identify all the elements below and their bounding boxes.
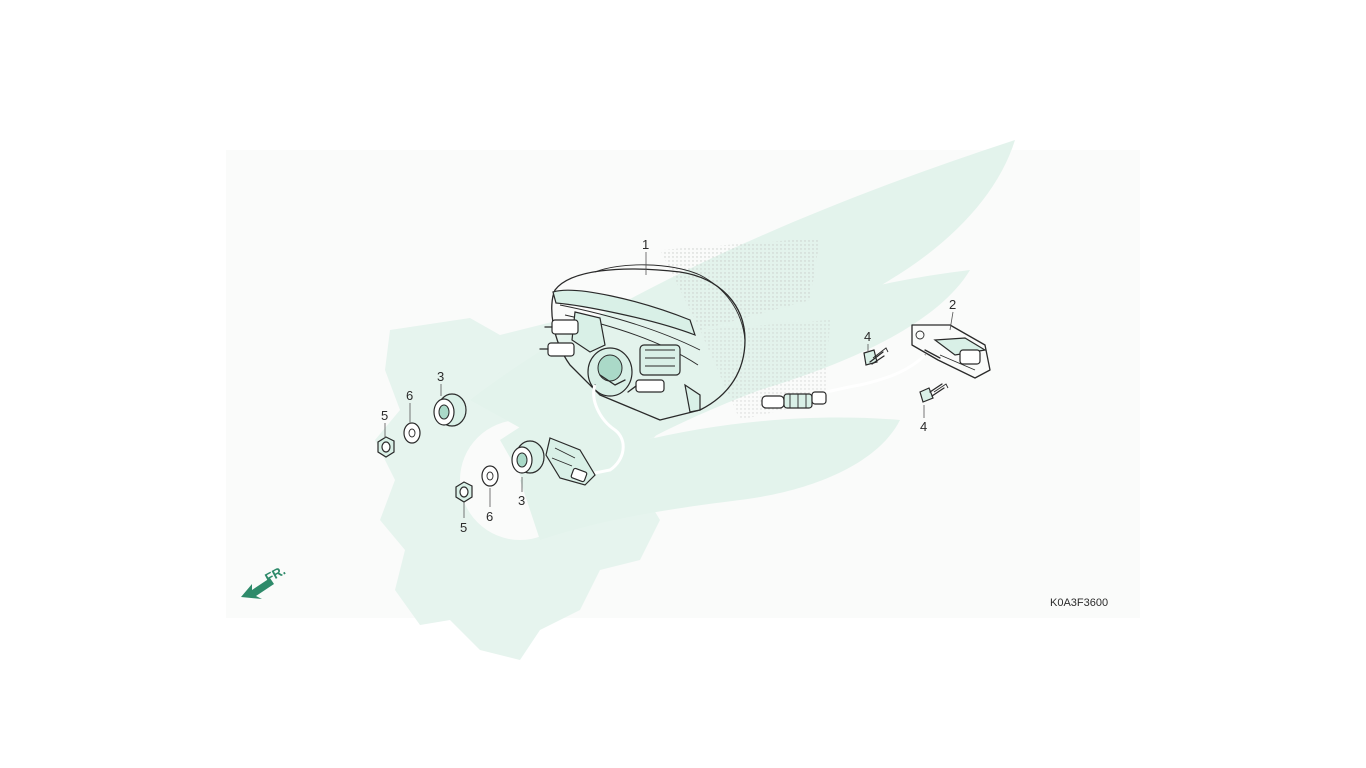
- screw-bottom: [919, 383, 949, 403]
- callout-washer-right: 6: [486, 509, 493, 524]
- tail-light-wire-harness: [545, 384, 625, 486]
- callout-grommet-left: 3: [437, 369, 444, 384]
- callout-nut-right: 5: [460, 520, 467, 535]
- nut-left: [377, 436, 395, 458]
- callout-washer-left: 6: [406, 388, 413, 403]
- callout-screw-top: 4: [864, 329, 871, 344]
- tail-light-assembly: [539, 264, 746, 421]
- grommet-left: [433, 393, 467, 427]
- callout-grommet-right: 3: [518, 493, 525, 508]
- nut-right: [455, 481, 473, 503]
- callout-tail-light: 1: [642, 237, 649, 252]
- diagram-reference-code: K0A3F3600: [1050, 597, 1108, 609]
- callout-screw-bottom: 4: [920, 419, 927, 434]
- callout-nut-left: 5: [381, 408, 388, 423]
- winged-gear-logo-icon: [375, 140, 1015, 660]
- screw-top: [863, 347, 889, 366]
- grommet-right: [511, 440, 545, 474]
- callout-license-light: 2: [949, 297, 956, 312]
- washer-left: [403, 422, 421, 444]
- license-light-assembly: [761, 324, 991, 409]
- arrow-left-down-icon: [241, 578, 274, 599]
- washer-right: [481, 465, 499, 487]
- leader-lines: [384, 252, 954, 518]
